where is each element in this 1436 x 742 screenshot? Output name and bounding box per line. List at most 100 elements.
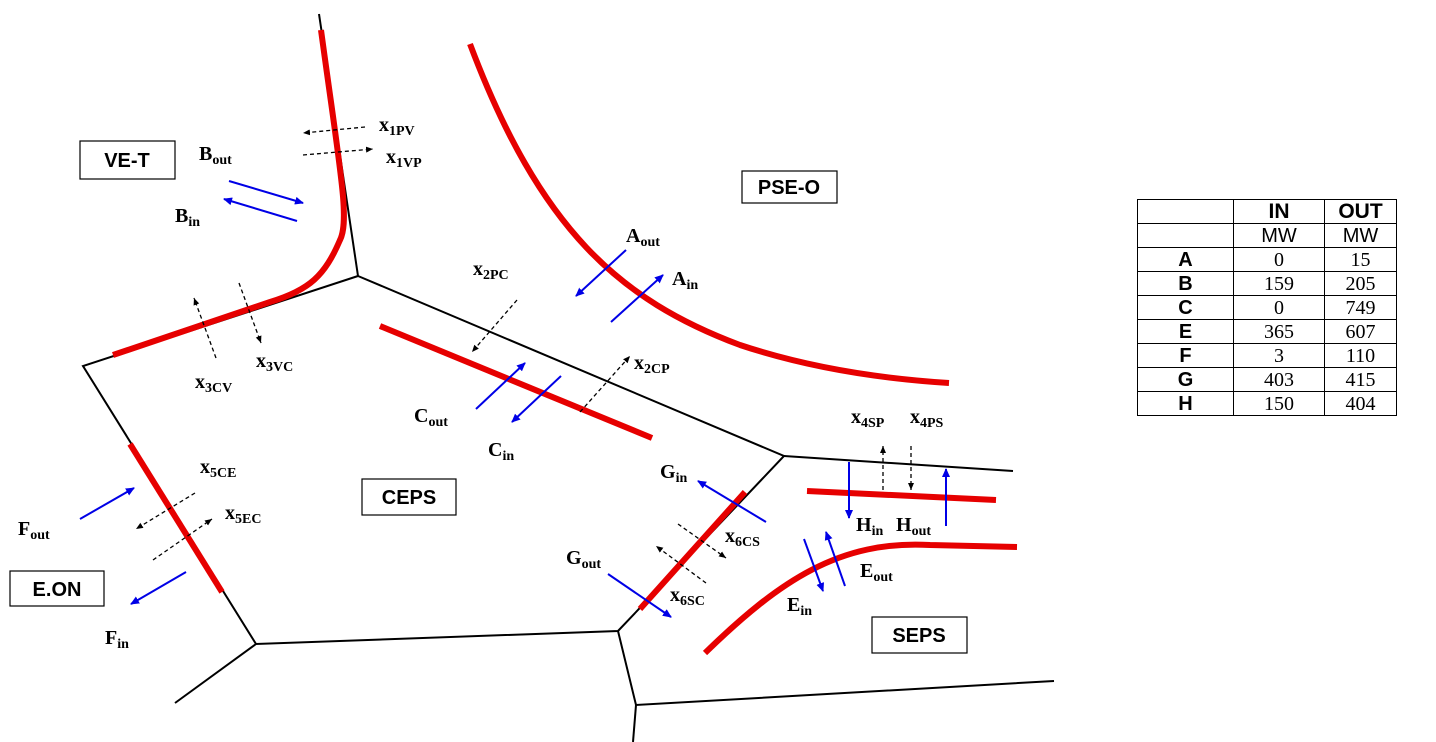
- table-row-out: 607: [1324, 319, 1397, 344]
- cut-line-vet: [112, 29, 347, 358]
- table-row: A 0 15: [1137, 247, 1397, 272]
- table-row-out: 110: [1324, 343, 1397, 368]
- arrow-a-out: [575, 249, 627, 297]
- label-c-in: Cin: [488, 439, 514, 464]
- label-f-in: Fin: [105, 627, 129, 652]
- table-row-in: 0: [1233, 295, 1325, 320]
- label-x3cv: x3CV: [195, 371, 232, 396]
- label-x1vp: x1VP: [386, 146, 422, 171]
- table-units-row: MW MW: [1137, 223, 1397, 248]
- label-x2cp: x2CP: [634, 352, 670, 377]
- table-row-key: B: [1137, 271, 1234, 296]
- table-row-out: 15: [1324, 247, 1397, 272]
- table-row-out: 205: [1324, 271, 1397, 296]
- table-row-in: 159: [1233, 271, 1325, 296]
- arrow-e-out: [824, 531, 846, 587]
- area-label-vet: VE-T: [104, 150, 150, 172]
- cut-line-seps: [702, 541, 1018, 656]
- arrow-x3cv: [193, 297, 217, 359]
- label-h-out: Hout: [896, 514, 931, 539]
- arrow-e-in: [803, 538, 825, 592]
- arrow-f-out: [79, 487, 135, 520]
- cut-line-pseo: [467, 42, 950, 386]
- arrow-x3vc: [238, 282, 262, 344]
- cut-lines: [112, 29, 1018, 656]
- boundary-seps-south: [617, 630, 1055, 707]
- cut-line-g: [637, 489, 748, 612]
- arrow-x2cp: [579, 355, 631, 413]
- table-row-in: 403: [1233, 367, 1325, 392]
- table-row: B 159 205: [1137, 271, 1397, 296]
- label-c-out: Cout: [414, 405, 448, 430]
- table-row: F 3 110: [1137, 343, 1397, 368]
- table-header-row: IN OUT: [1137, 199, 1397, 224]
- table-row-out: 404: [1324, 391, 1397, 416]
- table-header-out: OUT: [1324, 199, 1397, 224]
- arrow-c-in: [511, 375, 562, 423]
- area-label-eon: E.ON: [33, 579, 82, 601]
- label-e-out: Eout: [860, 560, 893, 585]
- arrow-b-in: [223, 197, 298, 222]
- boundary-pseo-seps: [783, 455, 1014, 472]
- label-x1pv: x1PV: [379, 114, 415, 139]
- flow-labels: Bout Bin Aout Ain Cout Cin Fout Fin Gin …: [18, 143, 931, 652]
- label-b-out: Bout: [199, 143, 232, 168]
- arrow-x2pc: [471, 299, 518, 353]
- label-a-out: Aout: [626, 225, 660, 250]
- area-boxes: VE-T PSE-O CEPS E.ON SEPS: [9, 140, 968, 654]
- table-row-key: G: [1137, 367, 1234, 392]
- arrow-x1vp: [302, 146, 374, 156]
- table-row-in: 150: [1233, 391, 1325, 416]
- label-b-in: Bin: [175, 205, 200, 230]
- arrow-x5ec: [152, 518, 213, 561]
- label-g-in: Gin: [660, 461, 687, 486]
- table-row: E 365 607: [1137, 319, 1397, 344]
- table-row-in: 3: [1233, 343, 1325, 368]
- label-x5ce: x5CE: [200, 456, 236, 481]
- label-x6sc: x6SC: [670, 584, 705, 609]
- area-label-ceps: CEPS: [382, 487, 436, 509]
- arrow-x6sc: [655, 545, 707, 584]
- label-f-out: Fout: [18, 518, 50, 543]
- cut-line-eon: [127, 442, 225, 594]
- boundary-bottom: [632, 704, 637, 742]
- label-g-out: Gout: [566, 547, 601, 572]
- arrow-g-in: [697, 480, 767, 523]
- label-h-in: Hin: [856, 514, 883, 539]
- label-x3vc: x3VC: [256, 350, 293, 375]
- table-header-cell: [1137, 199, 1234, 224]
- arrow-x5ce: [135, 492, 196, 530]
- area-label-pseo: PSE-O: [758, 177, 820, 199]
- flow-table: IN OUT MW MW A 0 15 B 159 205 C 0 749 E …: [1137, 199, 1397, 416]
- table-row-key: E: [1137, 319, 1234, 344]
- table-row: C 0 749: [1137, 295, 1397, 320]
- label-x4sp: x4SP: [851, 406, 885, 431]
- table-row: G 403 415: [1137, 367, 1397, 392]
- table-row-out: 415: [1324, 367, 1397, 392]
- area-label-seps: SEPS: [892, 625, 945, 647]
- cut-line-h: [806, 488, 997, 503]
- flow-arrows: [79, 180, 950, 618]
- table-row: H 150 404: [1137, 391, 1397, 416]
- table-unit-in: MW: [1233, 223, 1325, 248]
- arrow-c-out: [475, 362, 526, 410]
- variable-arrows: [135, 126, 914, 584]
- table-unit-out: MW: [1324, 223, 1397, 248]
- table-row-key: H: [1137, 391, 1234, 416]
- table-header-in: IN: [1233, 199, 1325, 224]
- arrow-a-in: [610, 274, 664, 323]
- arrow-b-out: [228, 180, 304, 205]
- boundary-eon-south: [174, 643, 257, 704]
- arrow-x6cs: [677, 523, 727, 559]
- arrow-g-out: [607, 573, 672, 618]
- label-x2pc: x2PC: [473, 258, 509, 283]
- label-x4ps: x4PS: [910, 406, 944, 431]
- table-row-key: F: [1137, 343, 1234, 368]
- cut-line-ceps: [378, 323, 654, 441]
- label-e-in: Ein: [787, 594, 812, 619]
- arrow-x1pv: [302, 126, 366, 136]
- variable-labels: x1PV x1VP x2PC x2CP x3VC x3CV x4SP x4PS …: [195, 114, 944, 609]
- table-row-key: A: [1137, 247, 1234, 272]
- table-row-key: C: [1137, 295, 1234, 320]
